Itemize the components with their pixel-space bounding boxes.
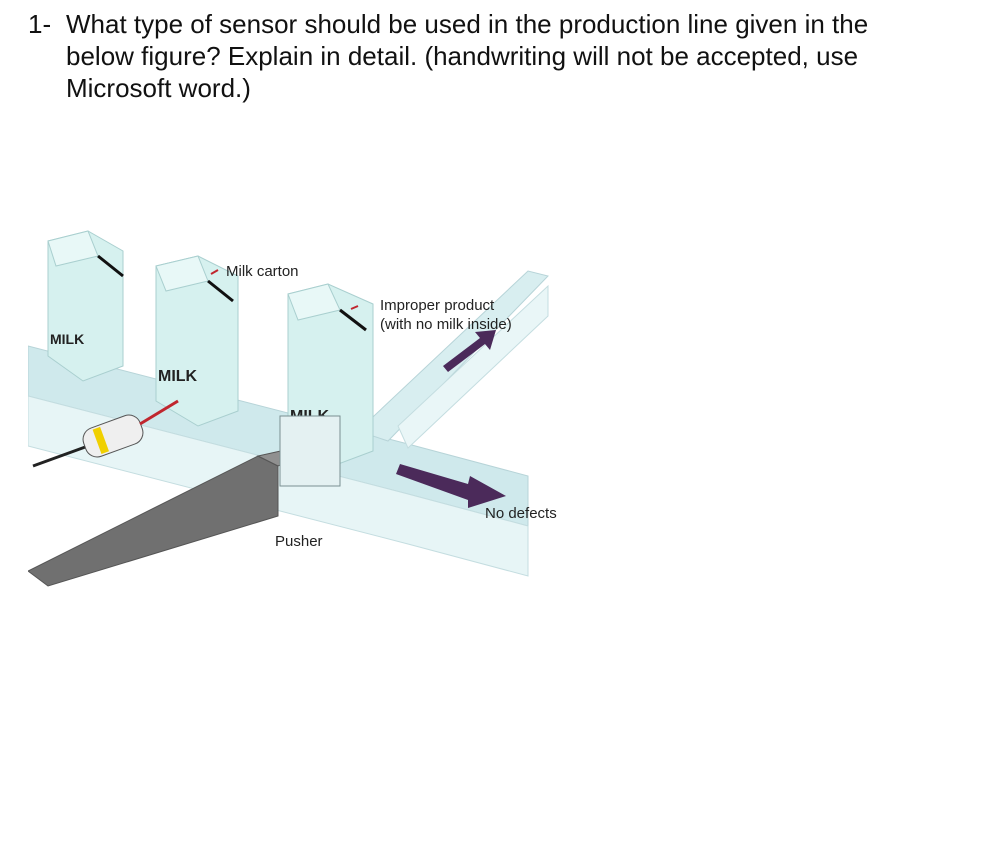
label-improper-product: Improper product — [380, 297, 495, 314]
label-pusher: Pusher — [275, 533, 323, 550]
question-text: What type of sensor should be used in th… — [66, 9, 869, 103]
branch-conveyor-rail — [397, 284, 549, 449]
photoelectric-sensor — [32, 399, 179, 468]
question-number: 1- — [28, 9, 52, 39]
carton-2-text: MILK — [158, 368, 198, 385]
label-milk-carton: Milk carton — [226, 263, 299, 280]
milk-carton-1: MILK — [47, 230, 124, 382]
pusher — [28, 415, 341, 587]
sensor-beam — [139, 399, 179, 426]
label-no-defects: No defects — [485, 505, 557, 522]
production-line-diagram: MILK MILK MILK — [28, 230, 557, 587]
carton-1-text: MILK — [50, 331, 84, 347]
label-improper-detail: (with no milk inside) — [380, 316, 512, 333]
no-defects-arrow — [396, 464, 506, 508]
production-line-figure: MILK MILK MILK — [28, 226, 588, 606]
milk-carton-2: MILK — [155, 255, 239, 427]
improper-arrow — [443, 330, 496, 372]
branch-conveyor — [357, 270, 549, 442]
